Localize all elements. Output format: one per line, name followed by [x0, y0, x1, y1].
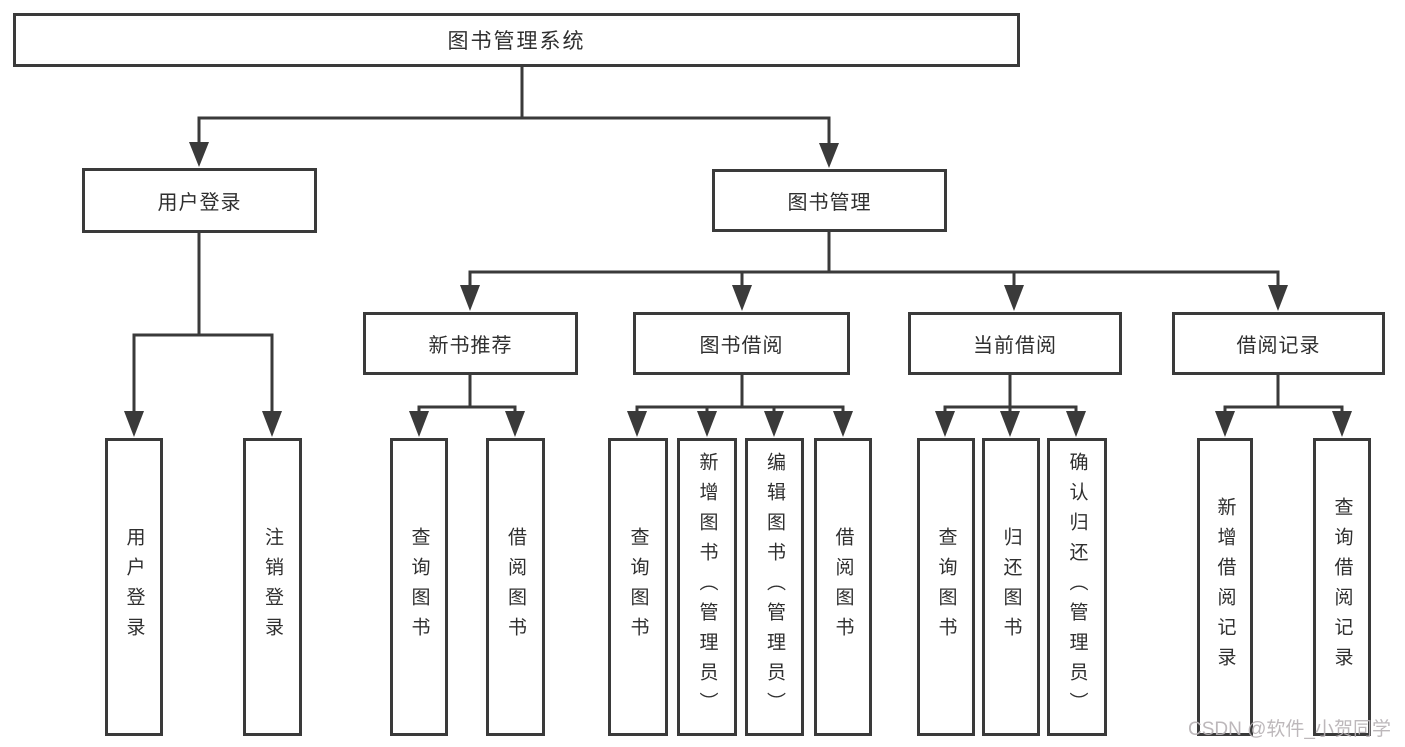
leaf-edit-books-admin: 编辑图书（管理员） — [745, 438, 804, 736]
arrowhead — [833, 411, 853, 437]
arrowhead — [732, 285, 752, 311]
leaf-return-books: 归还图书 — [982, 438, 1040, 736]
leaf-logout: 注销登录 — [243, 438, 302, 736]
arrowhead — [1268, 285, 1288, 311]
node-new-book-recommend: 新书推荐 — [363, 312, 578, 375]
leaf-borrow-books: 借阅图书 — [814, 438, 872, 736]
arrowhead — [935, 411, 955, 437]
leaf-query-borrow-record: 查询借阅记录 — [1313, 438, 1371, 736]
leaf-confirm-return-admin: 确认归还（管理员） — [1047, 438, 1107, 736]
leaf-query-books-current: 查询图书 — [917, 438, 975, 736]
arrowhead — [1066, 411, 1086, 437]
arrowhead — [505, 411, 525, 437]
leaf-borrow-books-recommend: 借阅图书 — [486, 438, 545, 736]
leaf-user-login: 用户登录 — [105, 438, 163, 736]
leaf-query-books-recommend: 查询图书 — [390, 438, 448, 736]
csdn-watermark: CSDN @软件_小贺同学 — [1188, 719, 1391, 740]
arrowhead — [1332, 411, 1352, 437]
connector-book-mgmt-children — [468, 232, 1280, 287]
connector-root-to-level2 — [197, 67, 831, 145]
arrowhead — [1004, 285, 1024, 311]
leaf-add-borrow-record: 新增借阅记录 — [1197, 438, 1253, 736]
arrowhead — [189, 142, 209, 167]
connector-current-borrow-children — [943, 375, 1078, 413]
leaf-add-books-admin: 新增图书（管理员） — [677, 438, 737, 736]
arrowhead — [697, 411, 717, 437]
node-library-management-system: 图书管理系统 — [13, 13, 1020, 67]
arrowhead — [819, 143, 839, 168]
leaf-query-books-borrow: 查询图书 — [608, 438, 668, 736]
arrowhead — [627, 411, 647, 437]
connector-user-login-children — [132, 233, 274, 413]
node-current-borrow: 当前借阅 — [908, 312, 1122, 375]
connector-new-book-children — [417, 375, 517, 413]
arrowhead — [262, 411, 282, 437]
connector-book-borrow-children — [635, 375, 845, 413]
node-book-borrow: 图书借阅 — [633, 312, 850, 375]
arrowhead — [124, 411, 144, 437]
arrowhead — [1000, 411, 1020, 437]
node-borrow-records: 借阅记录 — [1172, 312, 1385, 375]
node-user-login: 用户登录 — [82, 168, 317, 233]
node-book-management: 图书管理 — [712, 169, 947, 232]
connector-borrow-records-children — [1223, 375, 1344, 413]
arrowhead — [460, 285, 480, 311]
arrowhead — [764, 411, 784, 437]
arrowhead — [409, 411, 429, 437]
arrowhead — [1215, 411, 1235, 437]
